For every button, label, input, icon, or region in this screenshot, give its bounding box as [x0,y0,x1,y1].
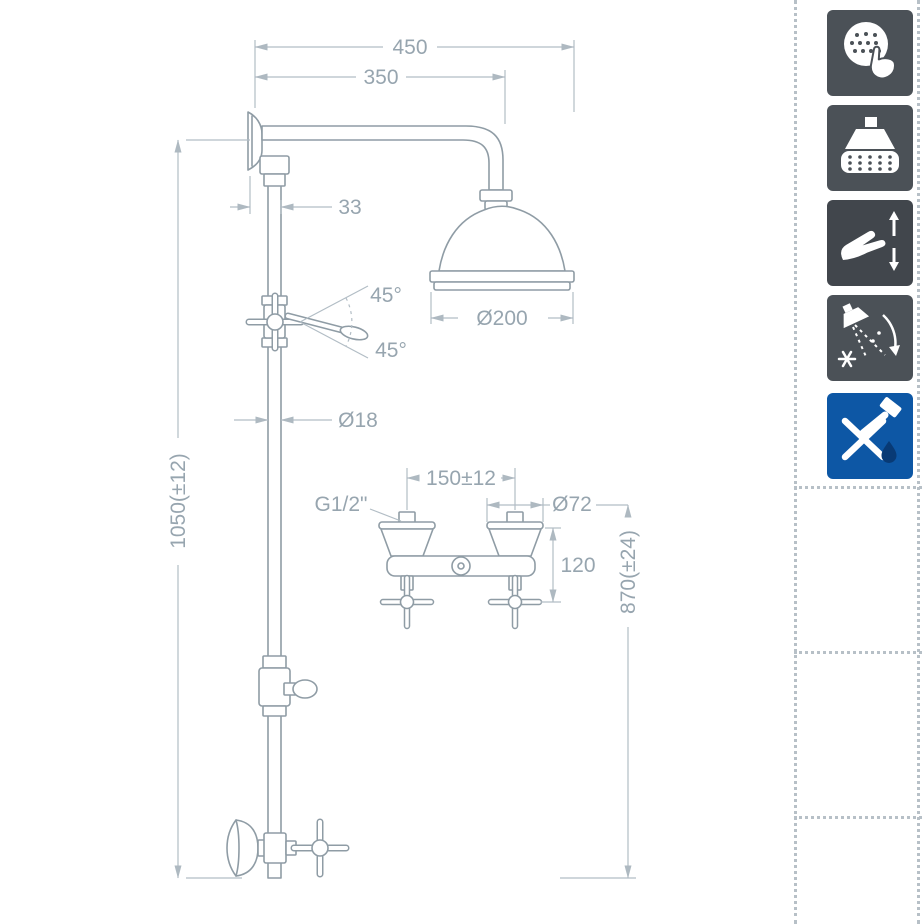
icon-tile-spray-angle [827,295,913,381]
icon-tile-wipe-clean [827,200,913,286]
anti-drip-icon [841,397,902,463]
dim-escutcheon: Ø72 [552,493,592,516]
dim-angle-up: 45° [370,284,402,307]
icon-tile-rub-clean [827,10,913,96]
dim-head-diameter: Ø200 [476,307,527,330]
wipe-clean-icon [841,211,899,271]
dotted-cut-line-left [794,0,797,924]
dotted-cut-line-right [917,0,920,924]
diverter-lever [284,312,369,341]
dim-riser-height: 1050(±12) [167,453,190,549]
riser-pipe [267,167,282,879]
shower-head [429,205,575,291]
dotted-cut-line-h2 [794,651,922,654]
dotted-cut-line-h3 [794,816,922,819]
mixer-right-handle [487,574,543,630]
bottom-wall-bracket [226,819,297,877]
dim-thread: G1/2" [315,493,368,516]
dotted-cut-line-h1 [794,486,922,489]
dim-install-height: 870(±24) [617,530,640,614]
top-fitting [259,155,290,187]
dim-arm-reach: 350 [363,66,398,89]
rub-clean-nozzles-icon [844,22,896,80]
bottom-cross-handle [290,818,350,878]
mixer-left-handle [379,574,435,630]
dim-pipe-diameter: Ø18 [338,409,378,432]
icon-tile-rain-shower [827,105,913,191]
wall-flange [247,111,263,171]
dim-wall-offset: 33 [338,196,361,219]
adjustable-spray-angle-icon [837,303,900,368]
icon-tile-anti-drip [827,393,913,479]
mixer-valve [378,511,544,591]
diverter-cross-handle [245,292,305,352]
dim-valve-centers: 150±12 [426,467,496,490]
rain-shower-head-icon [841,117,899,173]
dim-valve-drop: 120 [560,554,595,577]
dimension-lines [174,40,636,879]
dim-angle-down: 45° [375,339,407,362]
dim-overall-reach: 450 [392,36,427,59]
slide-connector [258,655,318,717]
shower-arm [261,125,504,191]
